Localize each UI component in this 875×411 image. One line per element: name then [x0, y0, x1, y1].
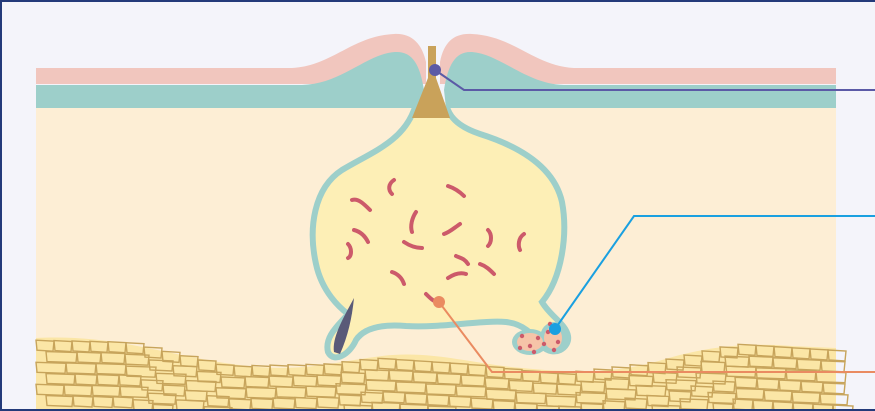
- gland-dot: [518, 346, 522, 350]
- gland-dot: [528, 344, 532, 348]
- gland-dot: [556, 340, 560, 344]
- gland-dot: [536, 336, 540, 340]
- leader-dot-bacteria: [433, 296, 445, 308]
- gland-dot: [520, 334, 524, 338]
- leader-dot-gland: [549, 323, 561, 335]
- gland-dot: [552, 348, 556, 352]
- gland-dot: [532, 350, 536, 354]
- gland-dot: [542, 342, 546, 346]
- leader-dot-pore: [429, 64, 441, 76]
